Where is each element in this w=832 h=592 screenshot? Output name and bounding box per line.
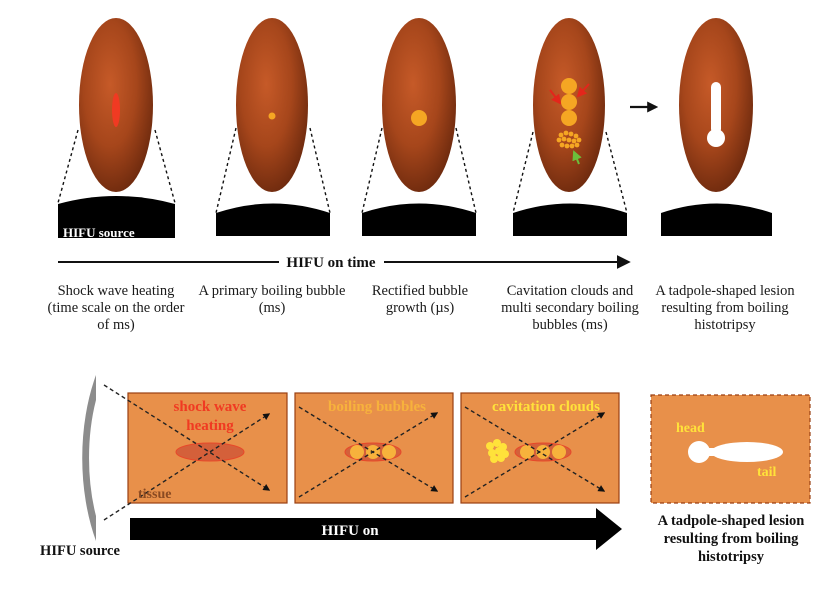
cavitation-cloud [486,439,509,463]
boiling-bubble [552,445,566,459]
bottom-hifu-source-label: HIFU source [40,543,120,559]
tissue-label: tissue [138,487,171,502]
boiling-bubble [350,445,364,459]
stage-5-tadpole-lesion [661,18,772,236]
secondary-bubble [561,78,577,94]
stage-1-shock-heating: HIFU source [57,18,176,240]
lesion-tail [711,442,783,462]
stage-1-caption: Shock wave heating (time scale on the or… [47,283,185,333]
box-1-title-line1: shock wave [174,399,247,415]
hifu-transducer [58,196,175,238]
rectified-bubble [411,110,427,126]
lesion-tail [711,82,721,134]
box-3-title: cavitation clouds [492,399,600,415]
primary-boiling-bubble [268,112,276,120]
top-hifu-source-label: HIFU source [63,225,135,240]
lesion-head-label: head [676,421,705,436]
stage-4-cavitation [512,18,628,236]
lesion-caption: A tadpole-shaped lesion resulting from b… [657,513,805,565]
hifu-transducer-arc [82,375,96,541]
stage-5-caption: A tadpole-shaped lesion resulting from b… [655,283,795,333]
stage-2-primary-bubble [215,18,331,236]
box-2-title: boiling bubbles [328,399,426,415]
secondary-bubble [561,94,577,110]
lesion-head [707,129,725,147]
lesion-box: head tail [650,394,811,504]
stage-3-rectified-growth [361,18,477,236]
secondary-bubble [561,110,577,126]
timeline-label: HIFU on time [286,255,376,271]
beam-lines [103,384,606,521]
cavitation-cloud [556,130,582,149]
hifu-transducer [362,203,476,236]
box-1-title-line2: heating [186,418,234,434]
hifu-on-label: HIFU on [321,523,379,539]
boiling-bubble [382,445,396,459]
lesion-head [688,441,710,463]
growth-arrow-right [576,83,590,98]
hifu-transducer [661,203,772,236]
boiling-bubble [536,445,550,459]
stage-2-caption: A primary boiling bubble (ms) [198,283,346,316]
tissue-egg [382,18,456,192]
boiling-bubble [520,445,534,459]
stage-4-caption: Cavitation clouds and multi secondary bo… [501,283,639,333]
hifu-on-arrow: HIFU on [130,508,622,550]
growth-arrow-left [549,89,562,105]
focal-heating-zone [175,442,245,462]
stage-3-caption: Rectified bubble growth (µs) [371,283,469,316]
shock-heating-spot [112,93,120,127]
cloud-arrow [572,150,582,165]
hifu-transducer [513,203,627,236]
lesion-tail-label: tail [757,465,777,480]
hifu-transducer [216,203,330,236]
tissue-egg [236,18,308,192]
